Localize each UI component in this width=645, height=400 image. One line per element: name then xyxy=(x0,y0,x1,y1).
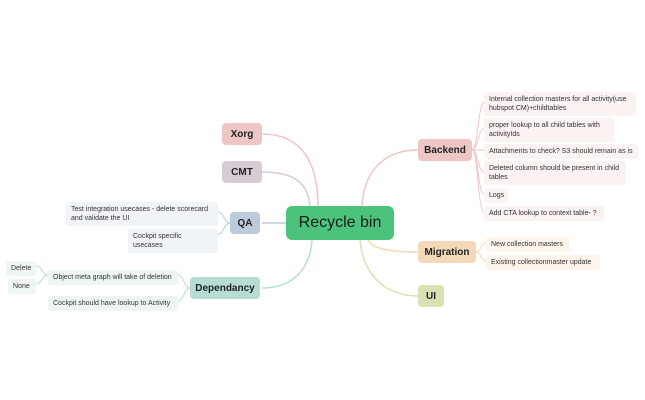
link-ui xyxy=(359,239,419,297)
dependancy-sub-item-delete[interactable]: Delete xyxy=(6,261,36,276)
central-topic[interactable]: Recycle bin xyxy=(286,206,394,240)
link-dependancy xyxy=(261,239,313,289)
backend-item[interactable]: Attachments to check? S3 should remain a… xyxy=(484,144,638,159)
qa-item[interactable]: Test integration usecases - delete score… xyxy=(66,202,218,226)
dependancy-item[interactable]: Object meta graph will take of deletion xyxy=(48,270,178,285)
backend-item[interactable]: Add CTA lookup to context table- ? xyxy=(484,206,604,221)
migration-item[interactable]: New collection masters xyxy=(486,237,570,252)
dependancy-item[interactable]: Cockpit should have lookup to Activity xyxy=(48,296,178,311)
backend-item[interactable]: Deleted column should be present in chil… xyxy=(484,161,626,185)
branch-qa[interactable]: QA xyxy=(230,212,260,234)
backend-item[interactable]: proper lookup to all child tables with a… xyxy=(484,118,614,142)
migration-item[interactable]: Existing collectionmaster update xyxy=(486,255,600,270)
branch-xorg[interactable]: Xorg xyxy=(222,123,262,145)
branch-migration[interactable]: Migration xyxy=(418,241,476,263)
backend-item[interactable]: Internal collection masters for all acti… xyxy=(484,92,636,116)
backend-item[interactable]: Logs xyxy=(484,188,508,203)
branch-dependancy[interactable]: Dependancy xyxy=(190,277,260,299)
link-cmt xyxy=(261,171,311,207)
link-xorg xyxy=(261,133,319,207)
link-migration xyxy=(367,239,419,253)
branch-backend[interactable]: Backend xyxy=(418,139,472,161)
branch-cmt[interactable]: CMT xyxy=(222,161,262,183)
link-backend xyxy=(361,149,419,207)
dependancy-sub-item-none[interactable]: None xyxy=(8,279,36,294)
branch-ui[interactable]: UI xyxy=(418,285,444,307)
qa-item[interactable]: Cockpit specific usecases xyxy=(128,229,218,253)
